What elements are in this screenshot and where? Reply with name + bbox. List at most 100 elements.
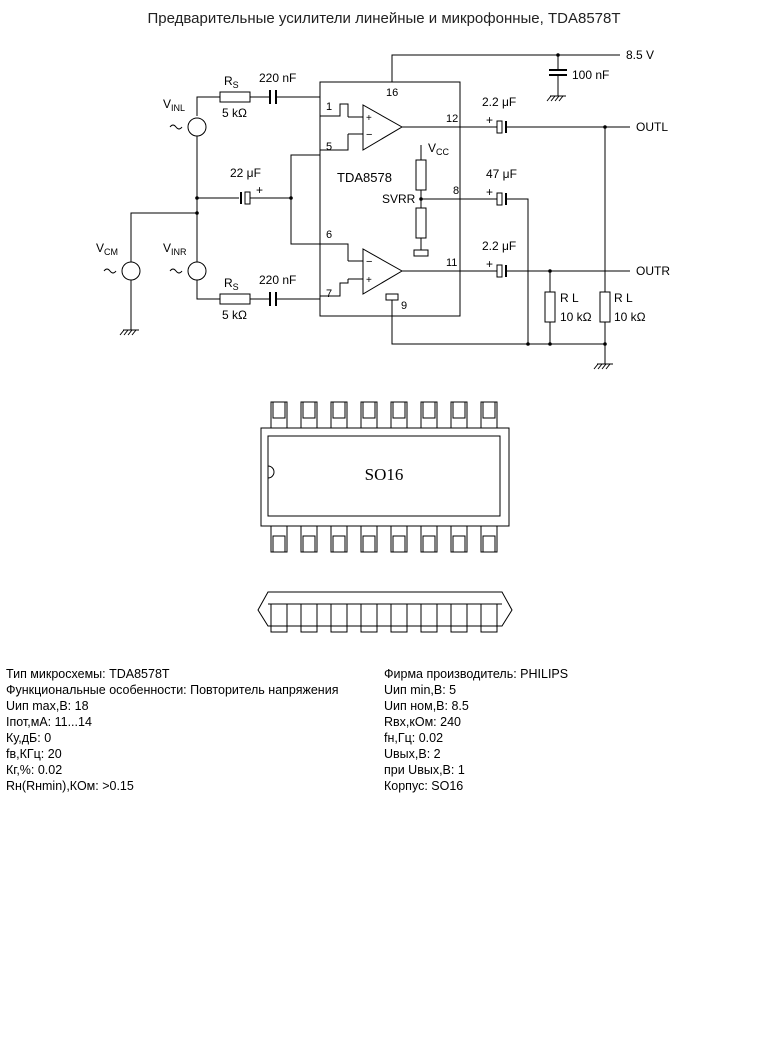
package-pin-pad [392, 535, 406, 553]
cap-out-left [496, 120, 503, 134]
pin-8: 8 [453, 185, 459, 197]
opamp-left-minus: − [366, 129, 372, 141]
source-vinl [187, 117, 207, 137]
specs-left: Тип микросхемы: TDA8578T Функциональные о… [6, 666, 338, 794]
spec-line: Rн(Rнmin),КОм: >0.15 [6, 779, 134, 793]
label-rs-bottom: RS [224, 276, 239, 292]
label-c-supply: 100 nF [572, 68, 609, 82]
package-label: SO16 [365, 465, 404, 484]
label-c-in-bottom: 220 nF [259, 273, 296, 287]
spec-line: Iпот,мА: 11...14 [6, 715, 92, 729]
label-vcm: VCM [96, 241, 118, 257]
package-pin-pad [482, 401, 496, 419]
plus-c-svrr: + [486, 185, 493, 199]
spec-line: при Uвых,В: 1 [384, 763, 465, 777]
package-notch [267, 465, 275, 479]
spec-line: fв,КГц: 20 [6, 747, 62, 761]
spec-line: fн,Гц: 0.02 [384, 731, 444, 745]
spec-line: Uип ном,В: 8.5 [384, 699, 469, 713]
plus-c-out-right: + [486, 257, 493, 271]
package-top-view: SO16 [260, 401, 510, 553]
resistor-rs-top [219, 91, 251, 103]
opamp-left [362, 104, 404, 151]
package-pin-side [390, 603, 408, 633]
pin-9: 9 [401, 300, 407, 312]
spec-line: Корпус: SO16 [384, 779, 464, 793]
package-pin-side [270, 603, 288, 633]
spec-line: Фирма производитель: PHILIPS [384, 667, 569, 681]
package-pin-pad [482, 535, 496, 553]
package-pin-pad [362, 535, 376, 553]
specs-right: Фирма производитель: PHILIPS Uип min,В: 5… [384, 666, 568, 794]
label-rl-left: R L [614, 291, 633, 305]
package-pin-pad [302, 401, 316, 419]
package-pin-pad [452, 401, 466, 419]
package-pin-pad [272, 535, 286, 553]
label-vinr: VINR [163, 241, 187, 257]
package-pin-pad [422, 401, 436, 419]
package-side-view [257, 591, 513, 633]
pin-1: 1 [326, 101, 332, 113]
label-rl-right-value: 10 kΩ [560, 310, 592, 324]
package-pin-side [420, 603, 438, 633]
package-pin-side [360, 603, 378, 633]
label-vinl: VINL [163, 97, 185, 113]
pin-16: 16 [386, 87, 398, 99]
label-rs-top-value: 5 kΩ [222, 106, 247, 120]
internal-ground [413, 249, 429, 257]
pin-6: 6 [326, 229, 332, 241]
source-vinr [187, 261, 207, 281]
pin-5: 5 [326, 141, 332, 153]
label-rl-right: R L [560, 291, 579, 305]
label-supply: 8.5 V [626, 48, 654, 62]
package-pin-pad [332, 401, 346, 419]
cap-out-right [496, 264, 503, 278]
ac-symbol-vcm [103, 268, 117, 274]
ac-symbol-vinr [169, 268, 183, 274]
label-c-mid: 22 μF [230, 166, 261, 180]
label-vcc: VCC [428, 141, 450, 157]
opamp-left-plus: + [366, 113, 372, 124]
spec-line: Rвх,кОм: 240 [384, 715, 461, 729]
label-outl: OUTL [636, 120, 668, 134]
plus-c-out-left: + [486, 113, 493, 127]
load-resistor-left [599, 291, 611, 323]
package-pin-pad [272, 401, 286, 419]
opamp-right [362, 248, 404, 295]
package-pin-side [330, 603, 348, 633]
spec-line: Тип микросхемы: TDA8578T [6, 667, 170, 681]
package-pin-pad [392, 401, 406, 419]
vcc-resistor-top [415, 159, 427, 191]
vcc-resistor-bottom [415, 207, 427, 239]
package-pin-pad [422, 535, 436, 553]
label-rs-top: RS [224, 74, 239, 90]
pin-11: 11 [446, 257, 457, 269]
cap-mid [244, 191, 251, 205]
source-vcm [121, 261, 141, 281]
load-resistor-right [544, 291, 556, 323]
label-rl-left-value: 10 kΩ [614, 310, 646, 324]
label-rs-bottom-value: 5 kΩ [222, 308, 247, 322]
package-pin-pad [302, 535, 316, 553]
package-pin-pad [452, 535, 466, 553]
label-c-in-top: 220 nF [259, 71, 296, 85]
label-ic-name: TDA8578 [337, 170, 392, 185]
package-pin-side [300, 603, 318, 633]
label-svrr: SVRR [382, 192, 416, 206]
plus-c-mid: + [256, 183, 263, 197]
pin-7: 7 [326, 288, 332, 300]
package-pin-side [480, 603, 498, 633]
opamp-right-minus: − [366, 256, 372, 268]
pin9-ground [385, 293, 399, 301]
ac-symbol-vinl [169, 124, 183, 130]
spec-line: Uип min,В: 5 [384, 683, 457, 697]
spec-line: Функциональные особенности: Повторитель … [6, 683, 339, 697]
opamp-right-plus: + [366, 275, 372, 286]
cap-svrr [496, 192, 503, 206]
spec-line: Uвых,В: 2 [384, 747, 441, 761]
spec-line: Uип max,В: 18 [6, 699, 89, 713]
pin-12: 12 [446, 113, 458, 125]
label-c-out-right: 2.2 μF [482, 239, 516, 253]
spec-line: Кг,%: 0.02 [6, 763, 63, 777]
